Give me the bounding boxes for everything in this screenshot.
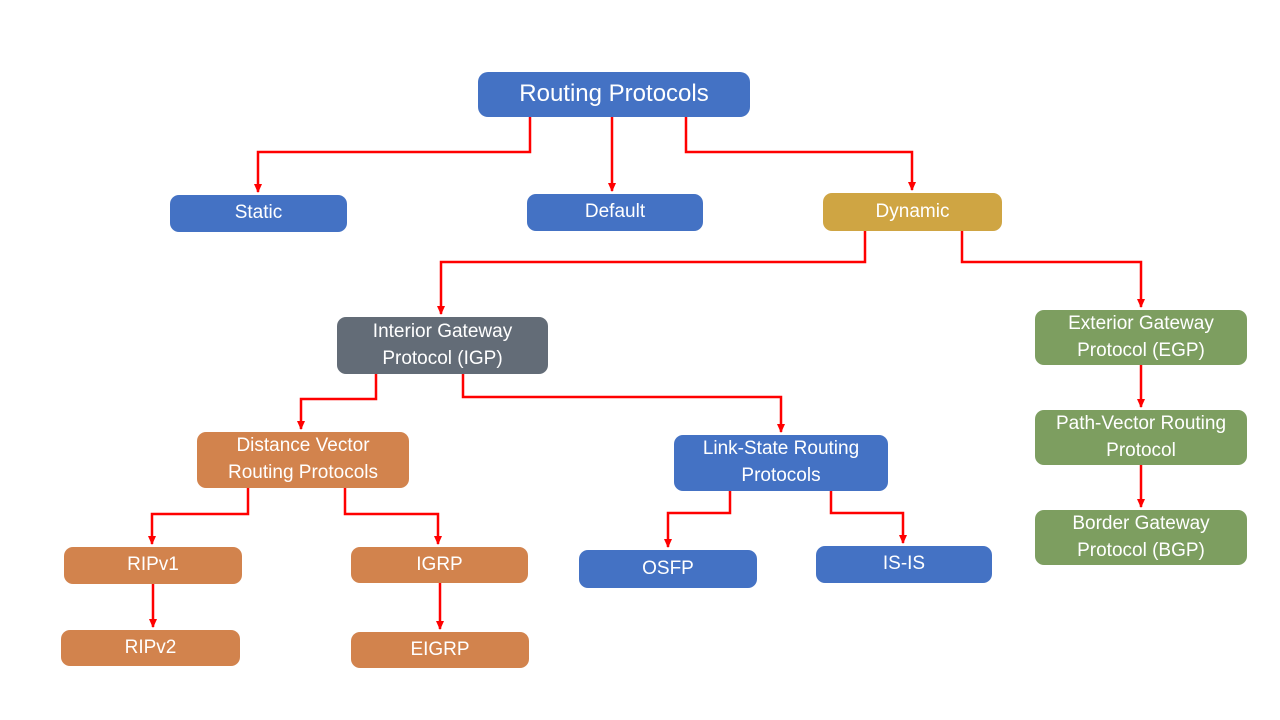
edge-igp-link-state [461, 374, 785, 433]
node-eigrp-label: EIGRP [410, 638, 470, 660]
node-osfp: OSFP [579, 550, 757, 588]
node-igp: Interior Gateway Protocol (IGP) [337, 317, 548, 374]
edge-distance-vector-igrp [343, 488, 442, 545]
node-ripv1: RIPv1 [64, 547, 242, 584]
node-ripv2: RIPv2 [61, 630, 240, 666]
node-ripv1-label: RIPv1 [127, 554, 179, 576]
node-default-label: Default [584, 201, 646, 223]
edge-link-state-isis [829, 491, 907, 544]
edge-igp-distance-vector [297, 374, 378, 430]
node-isis-label: IS-IS [882, 553, 926, 575]
node-egp-label: Exterior Gateway Protocol (EGP) [1068, 312, 1214, 361]
node-distance-vector: Distance Vector Routing Protocols [197, 432, 409, 488]
edge-link-state-osfp [664, 491, 732, 548]
node-bgp: Border Gateway Protocol (BGP) [1035, 510, 1247, 565]
node-bgp-label: Border Gateway Protocol (BGP) [1072, 512, 1210, 561]
edge-routing-protocols-dynamic [684, 117, 916, 191]
edge-dynamic-igp [437, 231, 867, 315]
node-routing-protocols-label: Routing Protocols [519, 80, 709, 108]
node-egp: Exterior Gateway Protocol (EGP) [1035, 310, 1247, 365]
node-path-vector-label: Path-Vector Routing Protocol [1055, 412, 1227, 461]
node-path-vector: Path-Vector Routing Protocol [1035, 410, 1247, 465]
node-static: Static [170, 195, 347, 232]
node-igrp: IGRP [351, 547, 528, 583]
node-default: Default [527, 194, 703, 231]
node-dynamic: Dynamic [823, 193, 1002, 231]
edge-routing-protocols-static [254, 117, 532, 193]
node-igp-label: Interior Gateway Protocol (IGP) [372, 320, 513, 369]
edge-distance-vector-ripv1 [148, 488, 250, 545]
edge-dynamic-egp [960, 231, 1145, 308]
node-isis: IS-IS [816, 546, 992, 583]
node-dynamic-label: Dynamic [875, 200, 950, 222]
node-ripv2-label: RIPv2 [124, 636, 177, 658]
node-igrp-label: IGRP [416, 553, 463, 575]
node-routing-protocols: Routing Protocols [478, 72, 750, 117]
node-osfp-label: OSFP [642, 557, 694, 579]
node-link-state: Link-State Routing Protocols [674, 435, 888, 491]
node-static-label: Static [234, 202, 283, 224]
node-eigrp: EIGRP [351, 632, 529, 668]
node-link-state-label: Link-State Routing Protocols [702, 438, 860, 486]
node-distance-vector-label: Distance Vector Routing Protocols [228, 435, 378, 483]
